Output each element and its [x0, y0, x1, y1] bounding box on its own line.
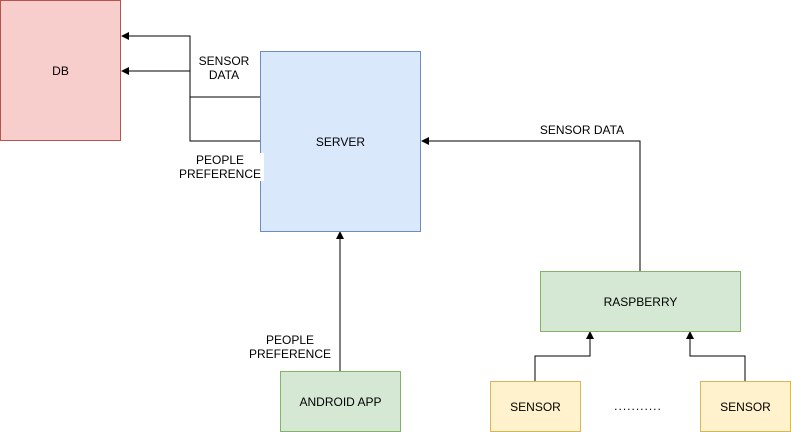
edge-label-sensor-data-server-text: SENSOR DATA [539, 123, 625, 137]
edge-sensor-left-to-raspberry [534, 331, 594, 381]
android-app-node[interactable]: ANDROID APP [280, 371, 401, 432]
raspberry-label: RASPBERRY [603, 294, 678, 309]
edge-label-people-preference-db: PEOPLE PREFERENCE [176, 153, 264, 181]
edge-raspberry-to-server [421, 137, 641, 271]
edge-label-sensor-data-db: SENSOR DATA [194, 54, 254, 82]
edge-label-people-preference-db-line1: PEOPLE [195, 153, 245, 167]
edge-label-sensor-data-server: SENSOR DATA [530, 123, 634, 137]
sensor-ellipsis: ........... [598, 399, 678, 413]
sensor-right-label: SENSOR [720, 399, 771, 414]
android-app-label: ANDROID APP [299, 394, 382, 409]
edge-label-sensor-data-db-line2: DATA [208, 68, 240, 82]
edge-label-people-preference-db-line2: PREFERENCE [178, 167, 261, 181]
raspberry-node[interactable]: RASPBERRY [540, 271, 741, 332]
edge-label-people-preference-android-line1: PEOPLE [265, 333, 315, 347]
sensor-ellipsis-text: ........... [614, 399, 662, 413]
sensor-left-label: SENSOR [510, 399, 561, 414]
edge-label-sensor-data-db-line1: SENSOR [198, 54, 250, 68]
server-label: SERVER [315, 134, 366, 149]
edge-sensor-right-to-raspberry [686, 331, 746, 381]
sensor-node-left[interactable]: SENSOR [490, 381, 581, 432]
sensor-node-right[interactable]: SENSOR [700, 381, 791, 432]
edge-server-to-db-people-preference [121, 32, 260, 142]
edge-label-people-preference-android-line2: PREFERENCE [248, 347, 331, 361]
server-node[interactable]: SERVER [260, 51, 421, 232]
db-node[interactable]: DB [0, 0, 121, 141]
db-label: DB [52, 63, 69, 78]
edge-label-people-preference-android: PEOPLE PREFERENCE [246, 333, 334, 361]
